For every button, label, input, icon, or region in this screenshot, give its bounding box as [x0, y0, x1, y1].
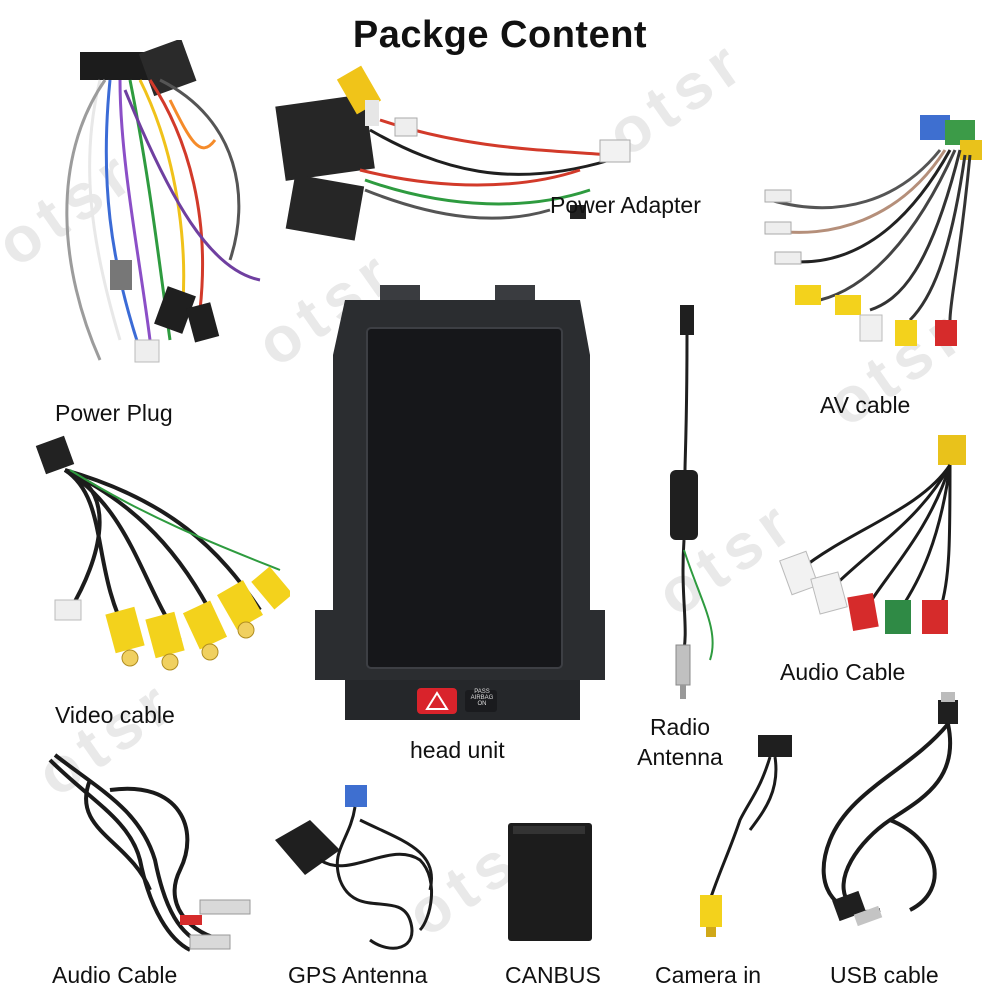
camera-in-label: Camera in — [655, 962, 762, 988]
audio-cable-bottom-label: Audio Cable — [52, 962, 178, 988]
video-cable-label: Video cable — [55, 702, 175, 728]
audio-cable-right-image — [770, 430, 990, 650]
airbag-line-1: PASS — [474, 689, 490, 695]
usb-cable-label: USB cable — [830, 962, 939, 988]
av-cable-label: AV cable — [820, 392, 911, 418]
head-unit-label: head unit — [410, 737, 505, 763]
audio-cable-bottom-image — [30, 740, 270, 960]
airbag-line-2: AIRBAG — [470, 695, 494, 701]
gps-antenna-image — [270, 780, 450, 960]
audio-cable-right-label: Audio Cable — [780, 659, 906, 685]
usb-cable-image — [800, 690, 990, 950]
radio-antenna-label-line-1: Radio — [649, 714, 711, 740]
camera-in-image — [680, 730, 800, 960]
airbag-line-3: ON — [477, 701, 487, 707]
radio-antenna-image — [640, 300, 730, 710]
power-plug-image — [40, 40, 270, 390]
av-cable-image — [750, 110, 990, 370]
gps-antenna-label: GPS Antenna — [288, 962, 428, 988]
power-adapter-image — [270, 60, 650, 250]
power-adapter-label: Power Adapter — [550, 192, 701, 218]
radio-antenna-label-line-2: Antenna — [637, 744, 723, 770]
head-unit-airbag-text: PASS AIRBAG ON — [465, 689, 499, 707]
head-unit-image — [305, 285, 615, 725]
canbus-image — [505, 820, 595, 945]
radio-antenna-label: Radio Antenna — [625, 712, 735, 772]
page-title: Packge Content — [352, 14, 648, 56]
power-plug-label: Power Plug — [55, 400, 173, 426]
canbus-label: CANBUS — [505, 962, 601, 988]
video-cable-image — [30, 430, 290, 690]
